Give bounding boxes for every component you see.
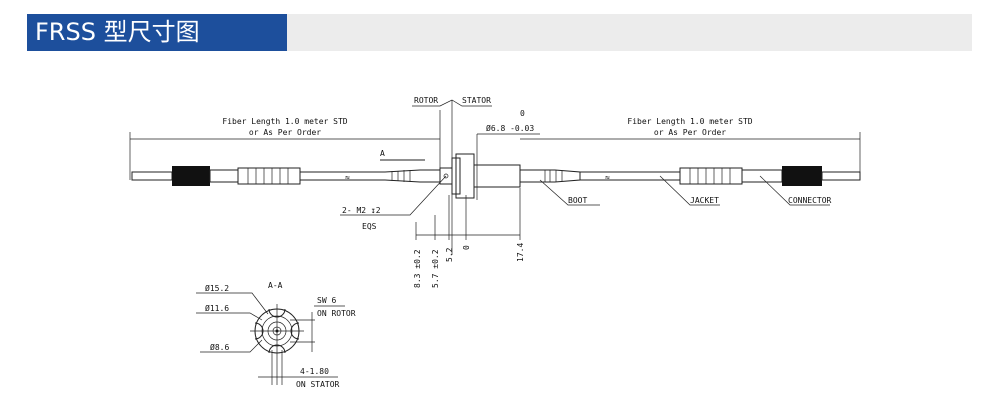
diameter-tolerance-top: 0 [520, 109, 525, 118]
drawing-line [759, 175, 830, 206]
section-a-a: A-A Ø15.2 Ø11.6 Ø8.6 SW 6 ON ROTOR 4-1.8… [196, 281, 356, 389]
drawing-line [443, 173, 449, 179]
drawing-line [544, 170, 563, 182]
drawing-line [679, 167, 743, 185]
right-fiber-assembly: ≈ [520, 166, 861, 186]
slip-ring-body [439, 153, 521, 199]
diameter-15-2: Ø15.2 [205, 283, 229, 293]
dim-5-7: 5.7 ±0.2 [431, 249, 440, 288]
drawing-line [520, 169, 581, 183]
dim-17-4: 17.4 [516, 243, 525, 262]
drawing-line [131, 171, 173, 181]
drawing-line [473, 164, 521, 188]
fiber-length-note: or As Per Order [654, 128, 726, 137]
drawing-line [391, 170, 411, 182]
holes-label: 4-1.80 [300, 367, 329, 376]
drawing-line [782, 166, 822, 186]
stator-label: STATOR [462, 96, 491, 105]
boot-label: BOOT [568, 196, 587, 205]
on-rotor-label: ON ROTOR [317, 309, 356, 318]
drawing-line [196, 292, 269, 315]
eqs-label: EQS [362, 222, 377, 231]
drawing-line [237, 167, 301, 185]
dim-0: 0 [462, 245, 471, 250]
drawing-line [247, 168, 289, 184]
drawing-line [340, 175, 447, 216]
drawing-line [196, 312, 263, 321]
drawing-line [689, 168, 731, 184]
on-stator-label: ON STATOR [296, 380, 340, 389]
drawing-line [741, 169, 783, 183]
page-title: FRSS 型尺寸图 [27, 14, 287, 51]
left-fiber-assembly: ≈ A [131, 149, 441, 186]
jacket-label: JACKET [690, 196, 719, 205]
fiber-length-note: or As Per Order [249, 128, 321, 137]
drawing-line [209, 169, 239, 183]
break-mark: ≈ [605, 173, 610, 182]
drawing-line [172, 166, 210, 186]
rotor-label: ROTOR [414, 96, 438, 105]
drawing-line [200, 339, 263, 353]
dim-8-3: 8.3 ±0.2 [413, 249, 422, 288]
drawing-line [415, 188, 521, 240]
drawing-line [821, 171, 861, 181]
drawing-line [659, 175, 720, 206]
diameter-label: Ø6.8 -0.03 [486, 123, 534, 133]
drawing-line [455, 153, 475, 199]
diameter-11-6: Ø11.6 [205, 303, 229, 313]
fiber-length-label: Fiber Length 1.0 meter STD [627, 117, 752, 126]
dim-5-2: 5.2 [445, 247, 454, 262]
section-arrow-label: A [380, 149, 385, 158]
screw-label: 2- M2 ↧2 [342, 206, 381, 215]
drawing-line [290, 312, 315, 352]
break-mark: ≈ [345, 173, 350, 182]
sw-label: SW 6 [317, 296, 336, 305]
axial-dimensions: 8.3 ±0.2 5.7 ±0.2 5.2 0 17.4 [413, 188, 525, 288]
drawing-line [539, 179, 600, 206]
fiber-length-label: Fiber Length 1.0 meter STD [222, 117, 347, 126]
drawing-line [384, 169, 441, 183]
diameter-8-6: Ø8.6 [210, 342, 229, 352]
connector-label: CONNECTOR [788, 196, 832, 205]
section-title: A-A [268, 281, 283, 290]
